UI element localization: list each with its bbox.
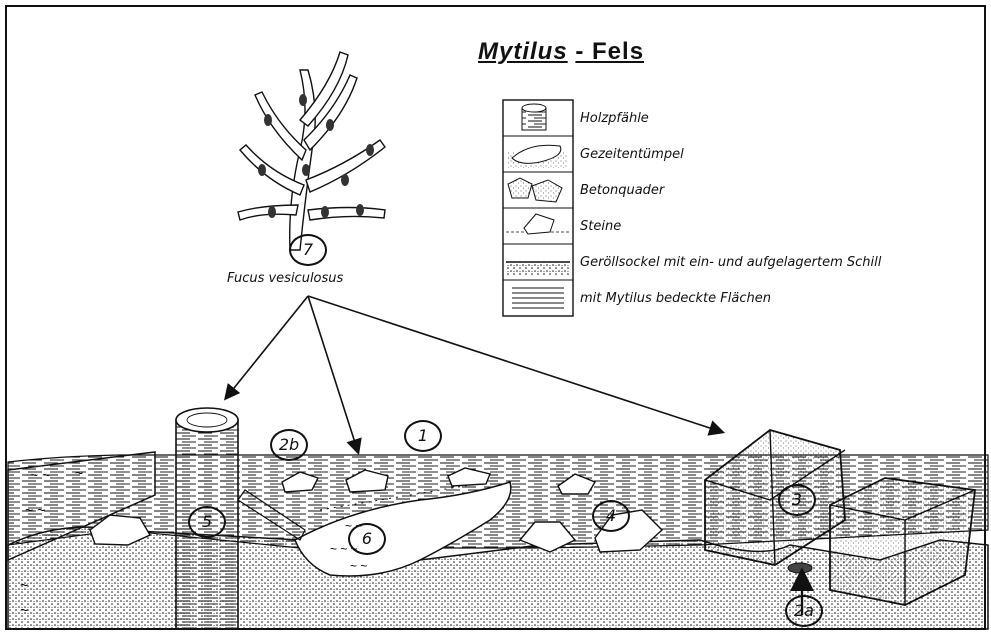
legend-label-gravel: Geröllsockel mit ein- und aufgelagertem … — [580, 255, 881, 270]
legend-box — [503, 100, 573, 316]
marker-3: 3 — [778, 484, 816, 516]
marker-4: 4 — [592, 500, 630, 532]
legend-label-concrete: Betonquader — [580, 183, 664, 198]
legend-label-tidepool: Gezeitentümpel — [580, 147, 684, 162]
marker-2b: 2b — [270, 429, 308, 461]
legend-gravel-swatch — [506, 262, 570, 276]
diagram-title: Mytilus - Fels — [478, 38, 644, 66]
title-rest: - Fels — [575, 38, 644, 65]
legend-pile-swatch — [522, 104, 546, 130]
marker-6: 6 — [348, 523, 386, 555]
fucus-illustration — [238, 52, 385, 250]
legend-label-pile: Holzpfähle — [580, 111, 649, 126]
legend-label-mussel: mit Mytilus bedeckte Flächen — [580, 291, 771, 306]
marker-5: 5 — [188, 506, 226, 538]
marker-1: 1 — [404, 420, 442, 452]
legend-label-stones: Steine — [580, 219, 621, 234]
marker-2a: 2a — [785, 595, 823, 627]
svg-text:~ ~: ~ ~ — [350, 559, 367, 573]
marker-7: 7 — [289, 234, 327, 266]
species-label: Fucus vesiculosus — [227, 271, 343, 286]
title-genus: Mytilus — [478, 38, 568, 65]
fucus-arrows — [226, 296, 722, 452]
